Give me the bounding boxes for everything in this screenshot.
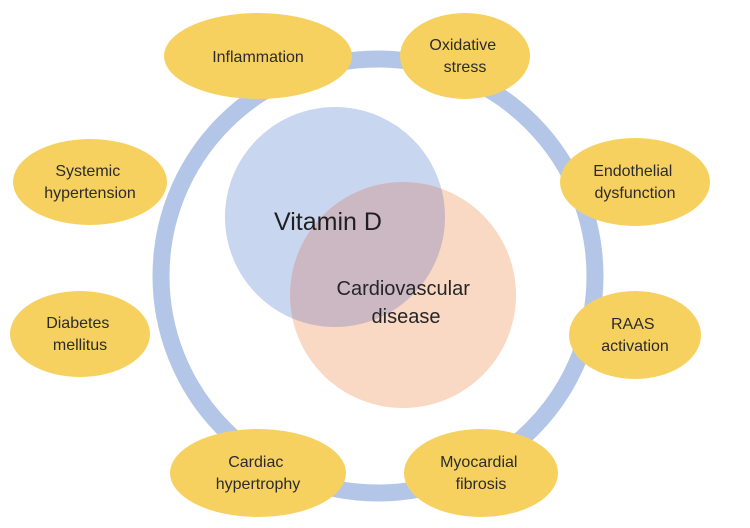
factor-label: hypertrophy (216, 476, 301, 493)
factor-oval (170, 429, 346, 517)
factor-oval (10, 291, 150, 377)
factor-label: Systemic (55, 163, 120, 180)
svg-text:RAAS activation: RAAS activation (601, 316, 669, 355)
factor-systemic-hypertension: Systemic hypertension (13, 139, 167, 225)
factor-oval (400, 13, 530, 99)
cardiovascular-disease-label: Cardiovascular disease (337, 278, 476, 328)
factor-label: fibrosis (456, 476, 507, 493)
venn-overlap (290, 182, 445, 327)
factor-oxidative-stress: Oxidative stress (400, 13, 530, 99)
factor-label: Cardiac (228, 454, 283, 471)
factor-label: stress (444, 59, 487, 76)
factor-label: hypertension (44, 185, 136, 202)
svg-text:Oxidative stress: Oxidative stress (429, 37, 500, 76)
factor-oval (404, 429, 558, 517)
factor-label: Myocardial (440, 454, 517, 471)
factor-raas-activation: RAAS activation (569, 291, 701, 379)
factor-label: RAAS (611, 316, 655, 333)
svg-text:Diabetes mellitus: Diabetes mellitus (46, 315, 114, 354)
svg-text:Myocardial fibrosis: Myocardial fibrosis (440, 454, 522, 493)
vitamin-d-label: Vitamin D (274, 208, 382, 236)
svg-text:Inflammation: Inflammation (212, 49, 304, 66)
factor-label: Diabetes (46, 315, 109, 332)
factor-inflammation: Inflammation (164, 13, 352, 99)
svg-text:Systemic hypertension: Systemic hypertension (44, 163, 136, 202)
factor-oval (569, 291, 701, 379)
factor-label: mellitus (53, 337, 107, 354)
svg-text:Endothelial dysfunction: Endothelial dysfunction (593, 163, 677, 202)
factor-cardiac-hypertrophy: Cardiac hypertrophy (170, 429, 346, 517)
outer-ring (152, 50, 604, 502)
factor-label: Endothelial (593, 163, 672, 180)
factor-endothelial-dysfunction: Endothelial dysfunction (560, 138, 710, 226)
factor-label: activation (601, 338, 669, 355)
factor-label: Oxidative (429, 37, 496, 54)
factor-label: dysfunction (595, 185, 676, 202)
factor-oval (164, 13, 352, 99)
factor-diabetes-mellitus: Diabetes mellitus (10, 291, 150, 377)
factor-oval (560, 138, 710, 226)
factor-label: Inflammation (212, 49, 304, 66)
factor-myocardial-fibrosis: Myocardial fibrosis (404, 429, 558, 517)
svg-text:Cardiac hypertrophy: Cardiac hypertrophy (216, 454, 301, 493)
factor-oval (13, 139, 167, 225)
